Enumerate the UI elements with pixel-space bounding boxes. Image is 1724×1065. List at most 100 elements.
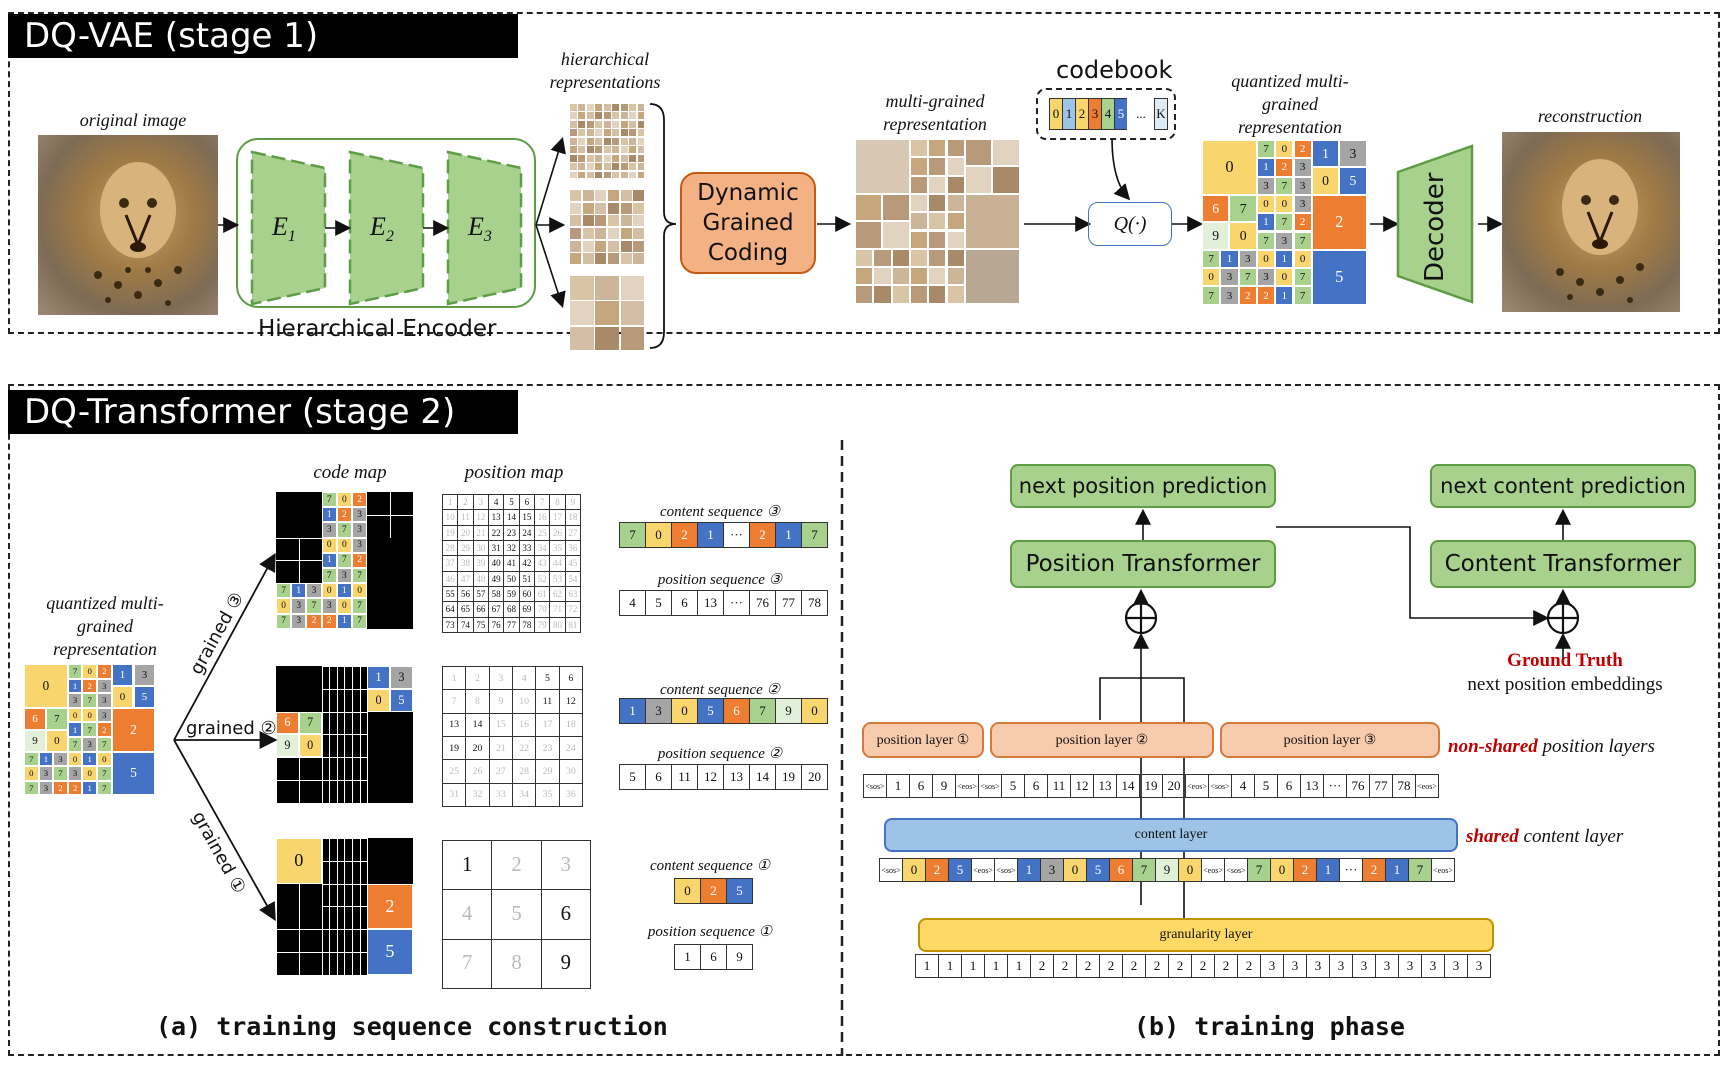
feature-patch — [603, 129, 611, 137]
feature-patch — [582, 202, 594, 214]
feature-patch — [595, 171, 603, 179]
feature-patch — [608, 228, 620, 240]
fine-code: 7 — [1256, 231, 1276, 250]
fine-code: 2 — [67, 780, 83, 796]
coding-text: Coding — [707, 240, 789, 266]
fine-patch — [929, 213, 946, 230]
content-layer: content layer — [884, 818, 1458, 852]
sequence-token: 0 — [674, 878, 701, 904]
code-cell: 7 — [298, 711, 322, 735]
sequence-token: 0 — [645, 522, 672, 548]
feature-patch — [633, 215, 645, 227]
code-cell: 0 — [336, 492, 352, 508]
feature-patch — [629, 146, 637, 154]
grid-line — [321, 974, 368, 976]
sequence-token: 19 — [1139, 774, 1163, 798]
feature-patch — [595, 301, 620, 326]
code-cell: 2 — [352, 492, 368, 508]
fine-code: 3 — [1293, 194, 1312, 214]
sequence-token: 78 — [801, 590, 828, 616]
feature-patch — [595, 240, 607, 252]
code-cell: 2 — [336, 507, 352, 523]
sequence-token: 6 — [1024, 774, 1048, 798]
sequence-token: 1 — [619, 698, 646, 724]
code-cell: 7 — [352, 568, 368, 584]
fine-patch — [947, 176, 964, 193]
sequence-token: 2 — [1099, 954, 1123, 978]
fine-code: 0 — [82, 707, 97, 723]
sequence-token: 2 — [925, 858, 949, 882]
fine-code: 2 — [1238, 286, 1257, 305]
sequence-token: 3 — [1467, 954, 1491, 978]
sequence-token: 9 — [932, 774, 956, 798]
position-layer-3: position layer ③ — [1220, 722, 1440, 758]
coarse-code: 0 — [1202, 140, 1257, 195]
position-cell: 78 — [518, 616, 535, 633]
sequence-token: 3 — [1375, 954, 1399, 978]
feature-patch — [637, 171, 645, 179]
sequence-token: 6 — [1109, 858, 1133, 882]
fine-code: 1 — [67, 722, 83, 737]
feature-patch — [620, 112, 628, 120]
content-seq2-label: content sequence ② — [659, 682, 781, 698]
fine-patch — [947, 194, 964, 212]
sequence-token: 3 — [1260, 954, 1284, 978]
grid-line — [367, 666, 369, 803]
sequence-token: ··· — [1339, 858, 1363, 882]
encoder-block-2 — [348, 150, 425, 306]
fine-code: 0 — [97, 751, 112, 767]
feature-patch — [612, 129, 620, 137]
feature-patch — [586, 146, 594, 154]
fine-patch — [947, 286, 964, 303]
grid-line — [344, 838, 346, 975]
fine-patch — [874, 249, 891, 267]
fine-code: 7 — [97, 780, 112, 796]
code-cell: 1 — [336, 583, 352, 599]
code-cell: 0 — [298, 734, 322, 758]
fine-code: 1 — [38, 751, 54, 767]
fine-code: 7 — [1202, 249, 1221, 269]
grid-line — [367, 757, 369, 803]
fine-code: 3 — [97, 707, 112, 723]
medium-code: 0 — [1311, 167, 1340, 195]
code-cell: 3 — [306, 583, 322, 599]
feature-patch — [633, 240, 645, 252]
feature-patch — [603, 112, 611, 120]
fine-code: 3 — [38, 766, 54, 781]
fine-patch — [929, 194, 946, 212]
position-cell: 23 — [535, 736, 560, 761]
code-cell: 7 — [276, 583, 292, 599]
feature-patch — [603, 137, 611, 145]
dynamic-grained-coding-box: Dynamic Grained Coding — [680, 172, 816, 274]
position-seq3-label: position sequence ③ — [657, 572, 783, 588]
sequence-token: 3 — [1283, 954, 1307, 978]
feature-patch — [620, 215, 632, 227]
feature-patch — [582, 253, 594, 265]
grid-line — [321, 929, 368, 931]
position-cell: 35 — [535, 782, 560, 807]
fine-code: 7 — [82, 722, 97, 737]
fine-code: 1 — [1256, 158, 1276, 177]
feature-patch — [629, 112, 637, 120]
sequence-token: 5 — [726, 878, 753, 904]
fine-code: 7 — [82, 693, 97, 708]
feature-patch — [570, 171, 577, 179]
feature-patch — [612, 120, 620, 128]
feature-patch — [633, 190, 645, 202]
feature-patch — [612, 137, 620, 145]
feature-patch — [595, 112, 603, 120]
code-cell: 6 — [276, 711, 299, 735]
feature-patch — [612, 163, 620, 171]
fine-code: 3 — [1293, 158, 1312, 177]
grid-line — [276, 883, 277, 975]
sequence-token: 3 — [1040, 858, 1064, 882]
code-cell: 1 — [336, 613, 352, 629]
fine-patch — [910, 158, 928, 175]
feature-patch — [570, 112, 577, 120]
medium-patch — [883, 194, 909, 221]
fine-code: 7 — [1238, 268, 1257, 287]
sequence-token: 0 — [801, 698, 828, 724]
sequence-token: 20 — [801, 764, 828, 790]
